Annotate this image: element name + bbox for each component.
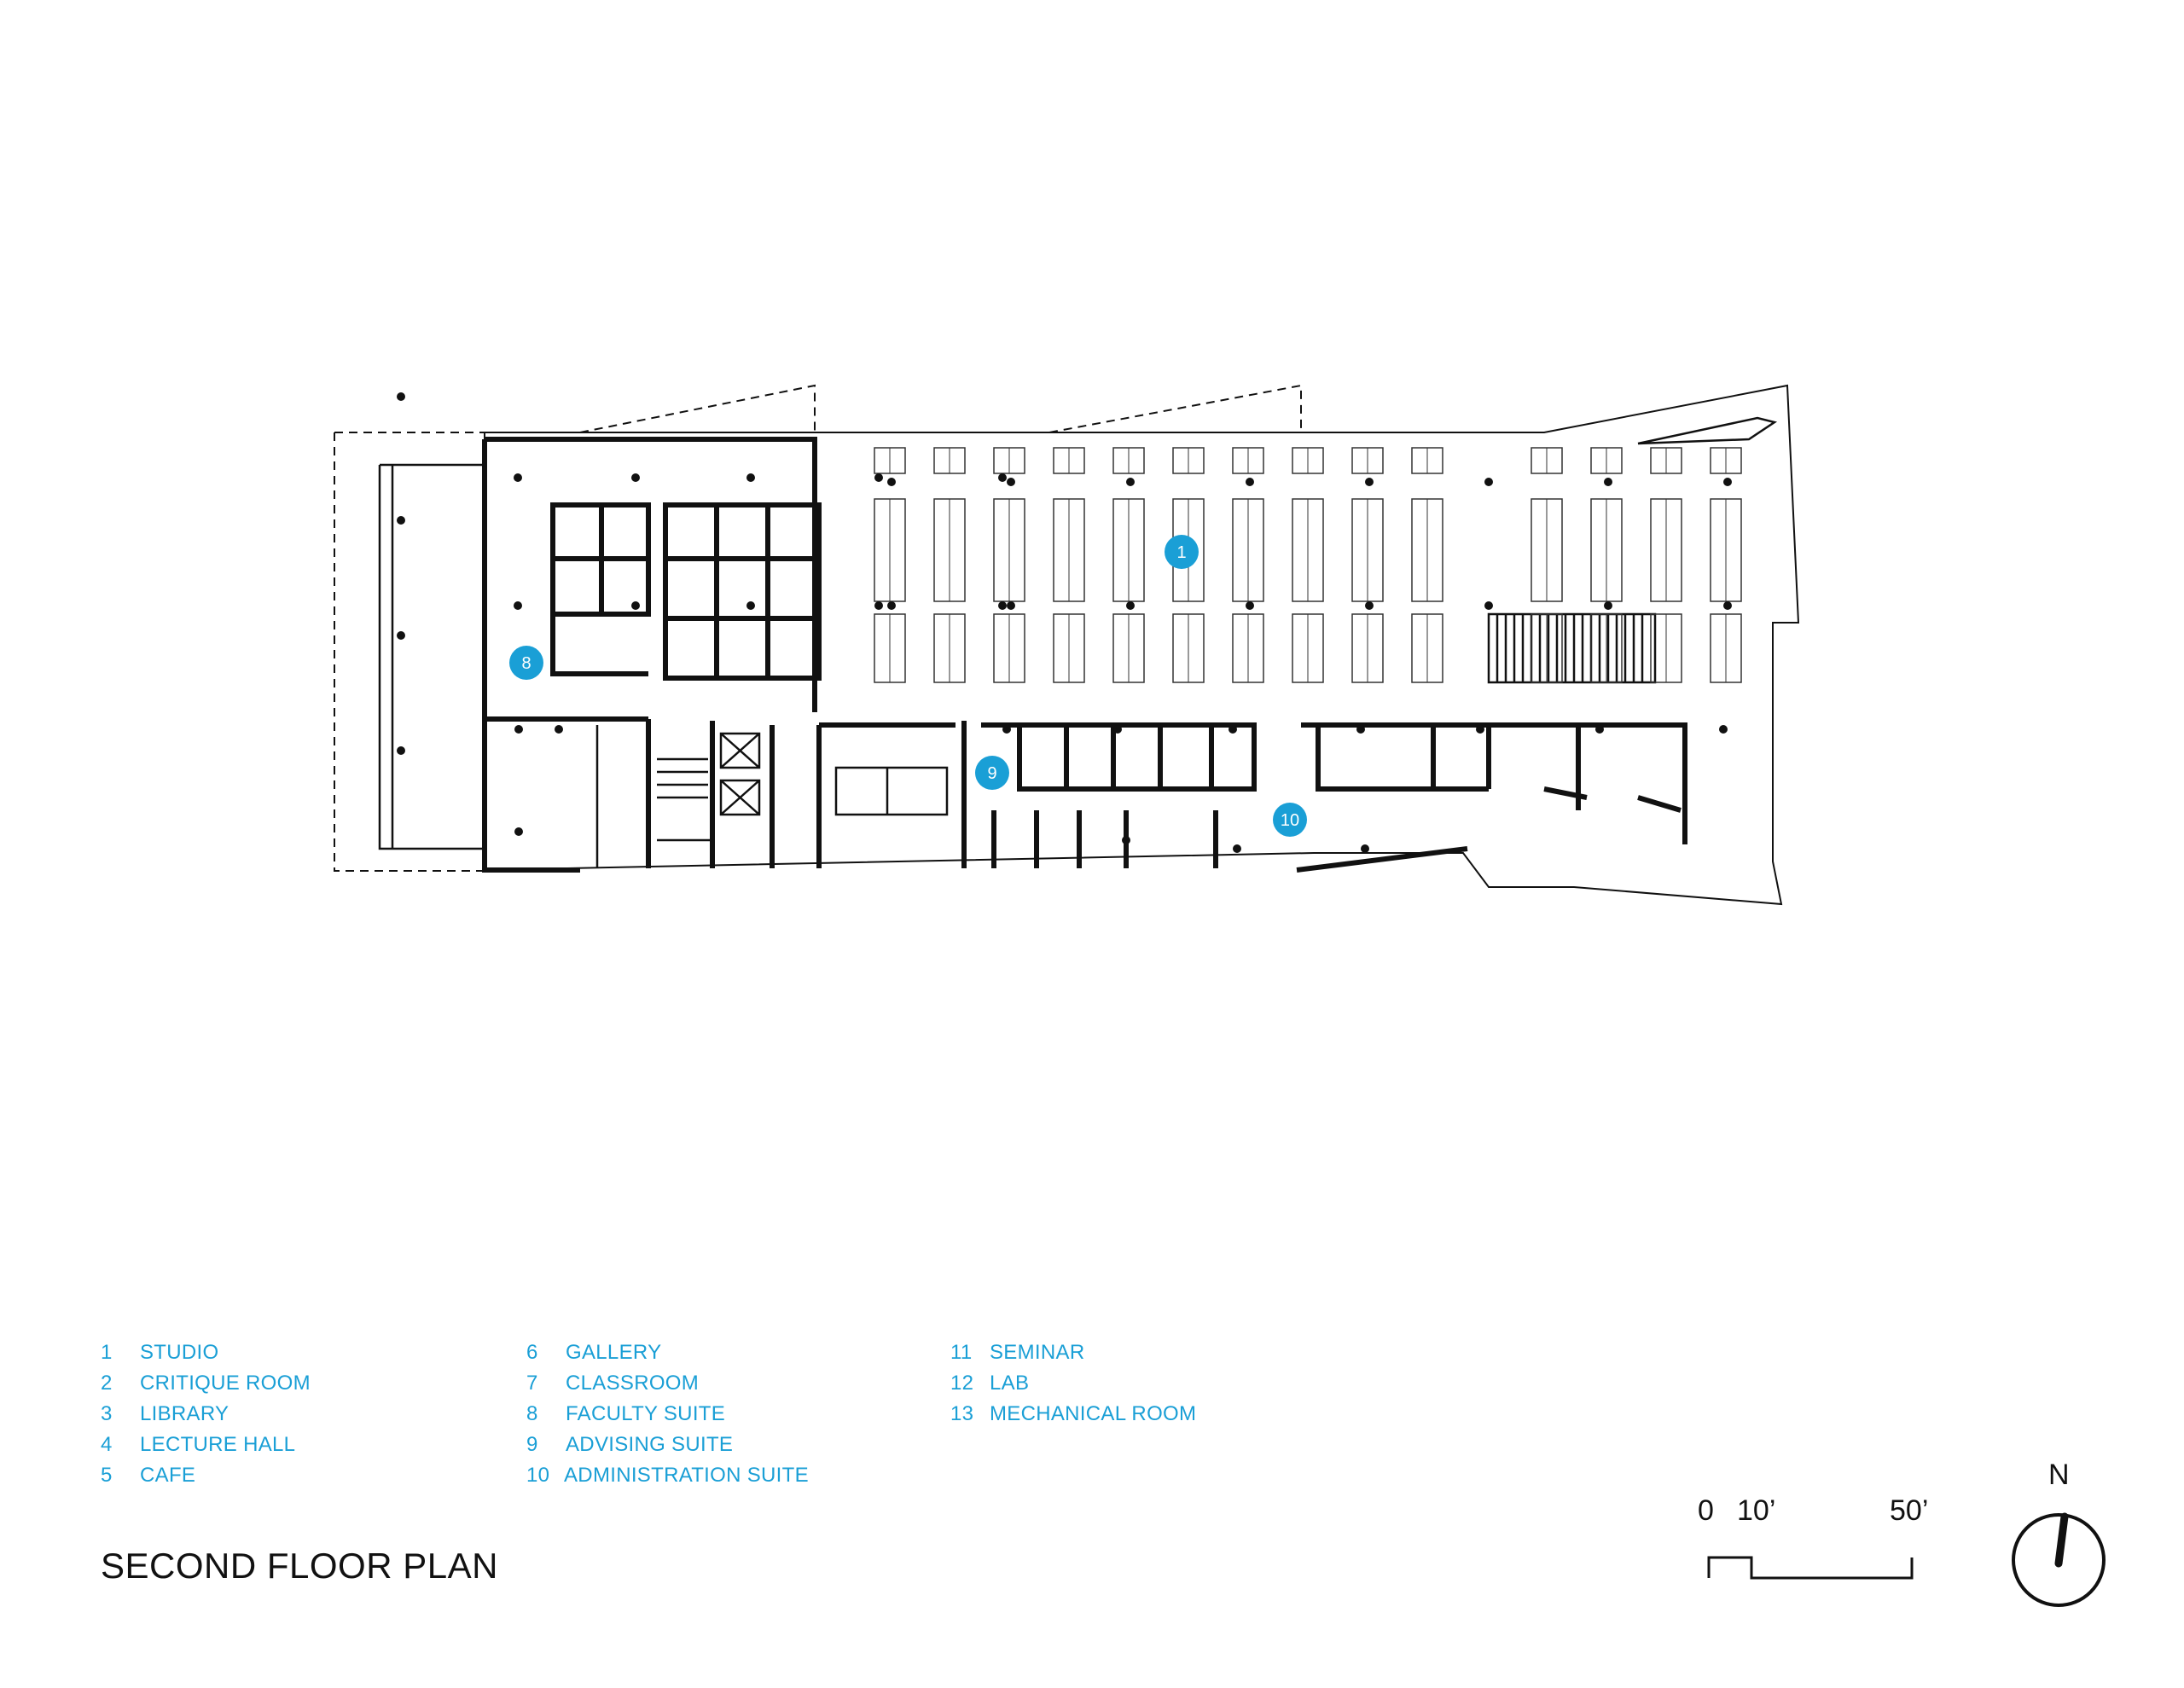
north-wall-west: [485, 437, 817, 712]
scale-label-zero: 0: [1698, 1494, 1714, 1527]
column-dot: [1595, 725, 1604, 734]
column-dot: [1604, 601, 1612, 610]
column-dot: [1361, 844, 1369, 853]
column-dot: [397, 516, 405, 525]
column-dot: [1113, 725, 1122, 734]
column-dot: [887, 601, 896, 610]
structural-columns: [397, 392, 1732, 853]
svg-text:1: 1: [1176, 543, 1186, 562]
column-dot: [631, 473, 640, 482]
column-dot: [514, 725, 523, 734]
core-walls: [646, 719, 967, 868]
stair-east-treads: [1496, 614, 1644, 682]
column-dot: [514, 473, 522, 482]
south-wall-thick: [1296, 846, 1468, 873]
column-dot: [1476, 725, 1484, 734]
exterior-wall: [484, 384, 1800, 906]
suite-10-walls: [1301, 722, 1687, 844]
column-dot: [397, 392, 405, 401]
column-dot: [1228, 725, 1237, 734]
column-dot: [1484, 601, 1493, 610]
svg-text:8: 8: [521, 654, 531, 673]
column-dot: [887, 478, 896, 486]
column-dot: [874, 601, 883, 610]
column-dot: [746, 601, 755, 610]
restrooms: [834, 766, 949, 816]
stair-west: [657, 757, 708, 799]
scale-label-fifty: 50’: [1890, 1494, 1929, 1527]
column-dot: [1246, 601, 1254, 610]
column-dot: [514, 827, 523, 836]
roof-overhang-outline: [334, 384, 1302, 872]
column-dot: [631, 601, 640, 610]
column-dot: [1246, 478, 1254, 486]
elevators: [719, 732, 761, 816]
faculty-offices-a: [550, 502, 651, 676]
column-dot: [1356, 725, 1365, 734]
column-dot: [998, 473, 1007, 482]
column-dot: [1604, 478, 1612, 486]
column-dot: [397, 746, 405, 755]
column-dot: [1007, 478, 1015, 486]
column-dot: [998, 601, 1007, 610]
column-dot: [397, 631, 405, 640]
scale-label-ten: 10’: [1737, 1494, 1776, 1527]
room-marker-1[interactable]: 1: [1165, 535, 1199, 569]
plan-title: SECOND FLOOR PLAN: [101, 1546, 498, 1586]
column-dot: [874, 473, 883, 482]
north-label: N: [2048, 1459, 2070, 1491]
room-marker-10[interactable]: 10: [1273, 803, 1307, 837]
west-wall: [482, 439, 580, 873]
column-dot: [555, 725, 563, 734]
column-dot: [1719, 725, 1728, 734]
column-dot: [1122, 836, 1130, 844]
column-dot: [1484, 478, 1493, 486]
suite-9-walls: [981, 722, 1257, 868]
column-dot: [1365, 478, 1374, 486]
column-dot: [1126, 601, 1135, 610]
column-dot: [1723, 601, 1732, 610]
column-dot: [1365, 601, 1374, 610]
terrace-west: [378, 463, 485, 850]
faculty-offices-b: [663, 502, 822, 681]
svg-text:10: 10: [1281, 811, 1299, 830]
column-dot: [514, 601, 522, 610]
svg-text:9: 9: [987, 764, 996, 783]
skylight-ne: [1637, 416, 1778, 445]
north-arrow-icon: [2012, 1512, 2106, 1607]
corridor-wall-south: [595, 725, 712, 868]
studio-desks: [874, 447, 1742, 683]
column-dot: [1007, 601, 1015, 610]
room-marker-8[interactable]: 8: [509, 646, 543, 680]
column-dot: [1002, 725, 1011, 734]
column-dot: [1723, 478, 1732, 486]
room-marker-9[interactable]: 9: [975, 756, 1009, 790]
column-dot: [1233, 844, 1241, 853]
column-dot: [746, 473, 755, 482]
column-dot: [1126, 478, 1135, 486]
scale-bar: [1707, 1556, 1914, 1580]
